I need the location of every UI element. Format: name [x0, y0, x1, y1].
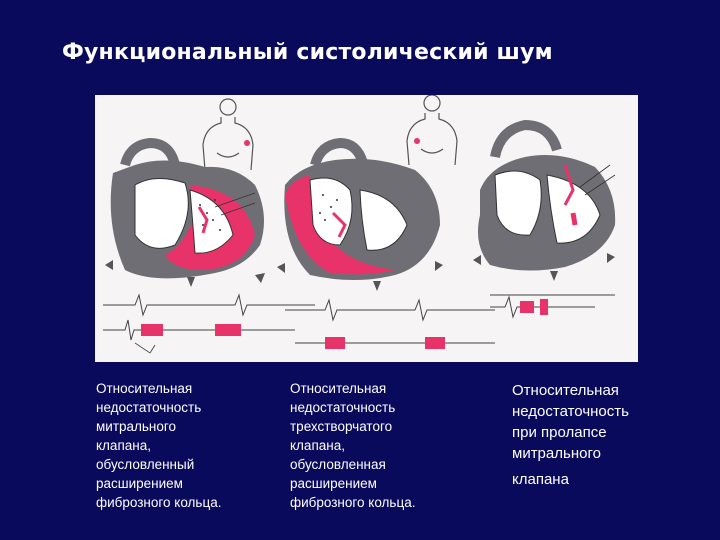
caption-line: расширением	[290, 476, 377, 491]
caption-line: обусловленный	[96, 457, 195, 472]
caption-line: клапана	[512, 471, 569, 488]
caption-line: при пролапсе	[512, 424, 607, 441]
slide-title: Функциональный систолический шум	[62, 40, 553, 65]
caption-line: Относительная	[290, 381, 387, 396]
caption-line: недостаточность	[512, 403, 629, 420]
caption-line: Относительная	[512, 382, 619, 399]
heart-diagram-illustration	[103, 95, 616, 354]
caption-tricuspid-insufficiency: Относительная недостаточность трехстворч…	[290, 379, 415, 512]
heart-panel-tricuspid	[277, 95, 495, 349]
caption-line: Относительная	[96, 381, 193, 396]
caption-line: митрального	[96, 419, 177, 434]
caption-mitral-insufficiency: Относительная недостаточность митральног…	[96, 379, 221, 512]
heart-panel-mitral	[103, 98, 315, 354]
heart-panel-prolapse	[473, 119, 616, 319]
caption-line: недостаточность	[290, 400, 396, 415]
heart-diagram-figure	[95, 95, 638, 362]
caption-line: фиброзного кольца.	[290, 495, 416, 510]
caption-line: фиброзного кольца.	[96, 495, 222, 510]
caption-line: недостаточность	[96, 400, 202, 415]
caption-line: расширением	[96, 476, 183, 491]
caption-mitral-prolapse: Относительная недостаточность при пролап…	[512, 380, 629, 490]
caption-line: трехстворчатого	[290, 419, 393, 434]
caption-line: клапана,	[96, 438, 151, 453]
caption-line: обусловленная	[290, 457, 386, 472]
caption-line: митрального	[512, 445, 601, 462]
caption-line: клапана,	[290, 438, 345, 453]
